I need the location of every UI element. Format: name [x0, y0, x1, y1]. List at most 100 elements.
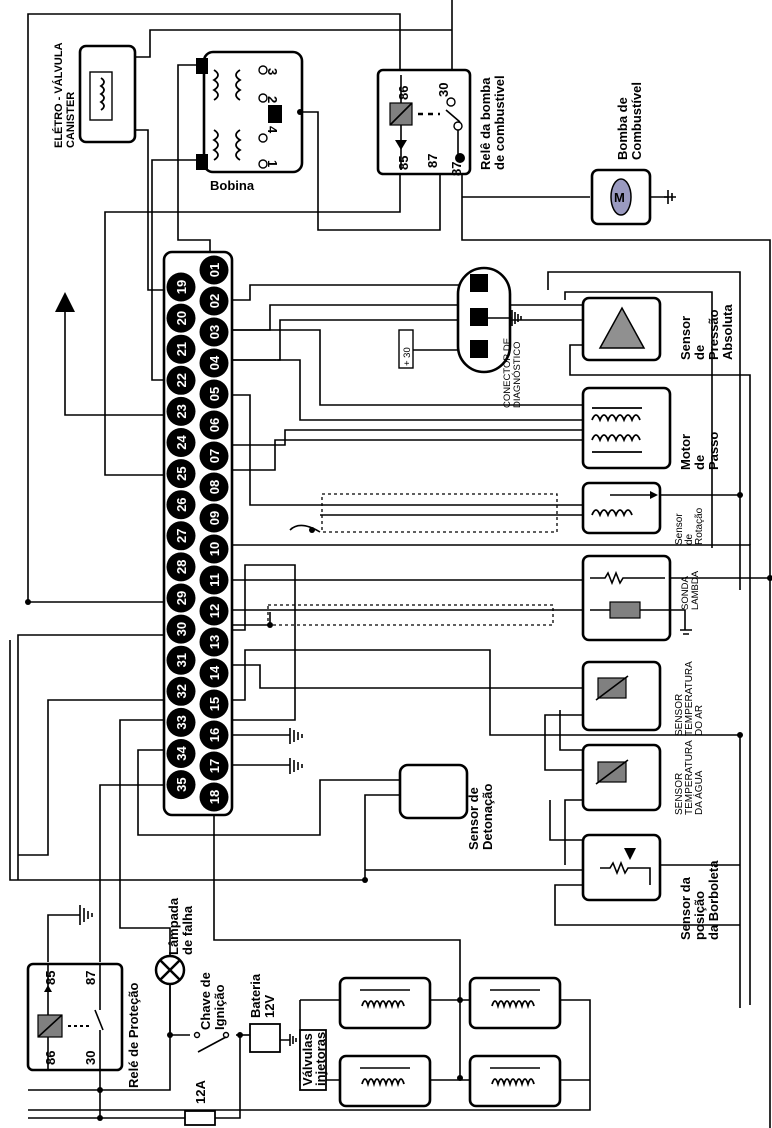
ecu-pin-09: 09	[199, 503, 229, 533]
ecu-pin-number: 13	[207, 635, 222, 649]
coil-terminal-3: 3	[265, 68, 280, 75]
ecu-pin-27: 27	[166, 521, 196, 551]
knock-sensor: Sensor de Detonação	[398, 763, 495, 850]
ecu-pin-32: 32	[166, 676, 196, 706]
plus30-box	[398, 329, 414, 369]
ignition-switch[interactable]: Chave de Ignição	[193, 969, 230, 1053]
ecu-pin-number: 35	[174, 777, 189, 791]
injector-coil-icon	[361, 1000, 405, 1010]
ecu-pin-number: 34	[174, 746, 189, 761]
ecu-pin-33: 33	[166, 707, 196, 737]
injector-coil-icon	[491, 1000, 535, 1010]
motor-icon	[610, 178, 632, 216]
ecu-pin-19: 19	[166, 272, 196, 302]
ecu-pin-number: 03	[207, 325, 222, 339]
ecu-pin-circle	[166, 770, 196, 800]
throttle-sensor-label: Sensor da posição da Borboleta	[678, 860, 721, 940]
ecu-pin-number: 05	[207, 387, 222, 401]
ecu-pin-number: 27	[174, 529, 189, 543]
ecu-pin-21: 21	[166, 334, 196, 364]
ecu-pin-25: 25	[166, 459, 196, 489]
knock-sensor-label: Sensor de Detonação	[466, 783, 495, 850]
ecu-pin-circle	[166, 396, 196, 426]
ecu-pin-29: 29	[166, 583, 196, 613]
ecu-pin-circle	[166, 490, 196, 520]
protection-relay: 85 87 86 30 Relé de Proteção	[26, 962, 141, 1088]
idle-motor-label: Motor de Passo	[678, 430, 721, 470]
lambda-label: SONDA LAMBDA	[680, 570, 701, 610]
lambda-sensor: SONDA LAMBDA	[581, 554, 701, 642]
ecu-pin-circle	[199, 627, 229, 657]
ecu-pin-34: 34	[166, 739, 196, 768]
prot-relay-terminal-86: 86	[43, 1051, 58, 1065]
ecu-pin-number: 24	[174, 435, 189, 450]
ecu-pin-number: 17	[207, 759, 222, 773]
ecu-pin-number: 15	[207, 697, 222, 711]
lamp-icon	[159, 959, 181, 981]
ecu-pin-circle	[199, 348, 229, 378]
injector-2	[468, 976, 562, 1030]
ecu-pin-30: 30	[166, 614, 196, 644]
plus30-label: + 30	[402, 347, 413, 366]
diagnostic-connector: + 30 CONECTOR DE DIAGNÓSTICO	[398, 266, 523, 408]
ecu-pin-14: 14	[199, 658, 229, 688]
ecu-pin-10: 10	[199, 534, 229, 564]
air-temp-label: SENSOR TEMPERATURA DO AR	[674, 659, 705, 736]
ground-icon	[488, 310, 522, 326]
ecu-pin-circle	[166, 459, 196, 489]
coil-terminal-4: 4	[265, 126, 280, 134]
ecu-pin-number: 29	[174, 591, 189, 605]
ecu-pin-24: 24	[166, 428, 196, 457]
ecu-pin-04: 04	[199, 348, 229, 378]
idle-stepper-motor: Motor de Passo	[581, 386, 721, 470]
injector-coil-icon	[361, 1078, 405, 1088]
ecu-pin-circle	[166, 272, 196, 302]
relay-terminal-86: 86	[396, 86, 411, 100]
ground-icon	[280, 1034, 297, 1046]
ecu-pin-number: 25	[174, 466, 189, 480]
junction-dots	[25, 109, 772, 1121]
ecu-pin-circle	[166, 645, 196, 675]
fuse-12a: 12A	[184, 1080, 216, 1126]
ecu-pin-05: 05	[199, 379, 229, 409]
map-sensor: Sensor de Pressão Absoluta	[581, 296, 735, 362]
ecu-pin-circle	[166, 428, 196, 457]
ecu-pin-number: 08	[207, 480, 222, 494]
relay-terminal-87: 87	[425, 154, 440, 168]
ecu-pin-number: 14	[207, 665, 222, 680]
battery: Bateria 12V	[248, 973, 297, 1053]
ground-icon	[289, 758, 303, 774]
ecu-pin-02: 02	[199, 286, 229, 316]
ground-icon	[289, 728, 303, 744]
injector-coil-icon	[491, 1078, 535, 1088]
ecu-pin-number: 22	[174, 373, 189, 387]
diagnostic-label: CONECTOR DE DIAGNÓSTICO	[502, 335, 523, 408]
ecu-pin-circle	[199, 782, 229, 812]
shield-ground	[289, 524, 321, 533]
ecu-pin-11: 11	[199, 565, 229, 595]
ecu-pin-13: 13	[199, 627, 229, 657]
injector-1	[338, 976, 432, 1030]
ecu-pin-28: 28	[166, 552, 196, 582]
ecu-pin-number: 30	[174, 622, 189, 636]
ground-icon	[79, 905, 93, 925]
ecu-pin-circle	[199, 441, 229, 471]
ecu-pin-number: 20	[174, 311, 189, 325]
prot-relay-terminal-30: 30	[83, 1051, 98, 1065]
protection-relay-label: Relé de Proteção	[126, 982, 141, 1088]
rpm-sensor: Sensor de Rotação	[581, 481, 705, 545]
fuel-injectors: Válvulas injetoras	[299, 976, 562, 1108]
ecu-pin-35: 35	[166, 770, 196, 800]
fuel-pump: M Bomba de Combustível	[590, 82, 676, 226]
fault-lamp-label: Lâmpada de falha	[166, 894, 195, 955]
map-sensor-label: Sensor de Pressão Absoluta	[678, 304, 735, 360]
ecu-pin-circle	[199, 410, 229, 440]
ecu-pin-circle	[166, 303, 196, 333]
ecu-pin-circle	[199, 689, 229, 719]
coil-terminal-2: 2	[265, 96, 280, 103]
ecu-pin-17: 17	[199, 751, 229, 781]
ecu-pin-circle	[166, 676, 196, 706]
ecu-pin-number: 23	[174, 404, 189, 418]
ecu-pin-15: 15	[199, 689, 229, 719]
ecu-pin-20: 20	[166, 303, 196, 333]
